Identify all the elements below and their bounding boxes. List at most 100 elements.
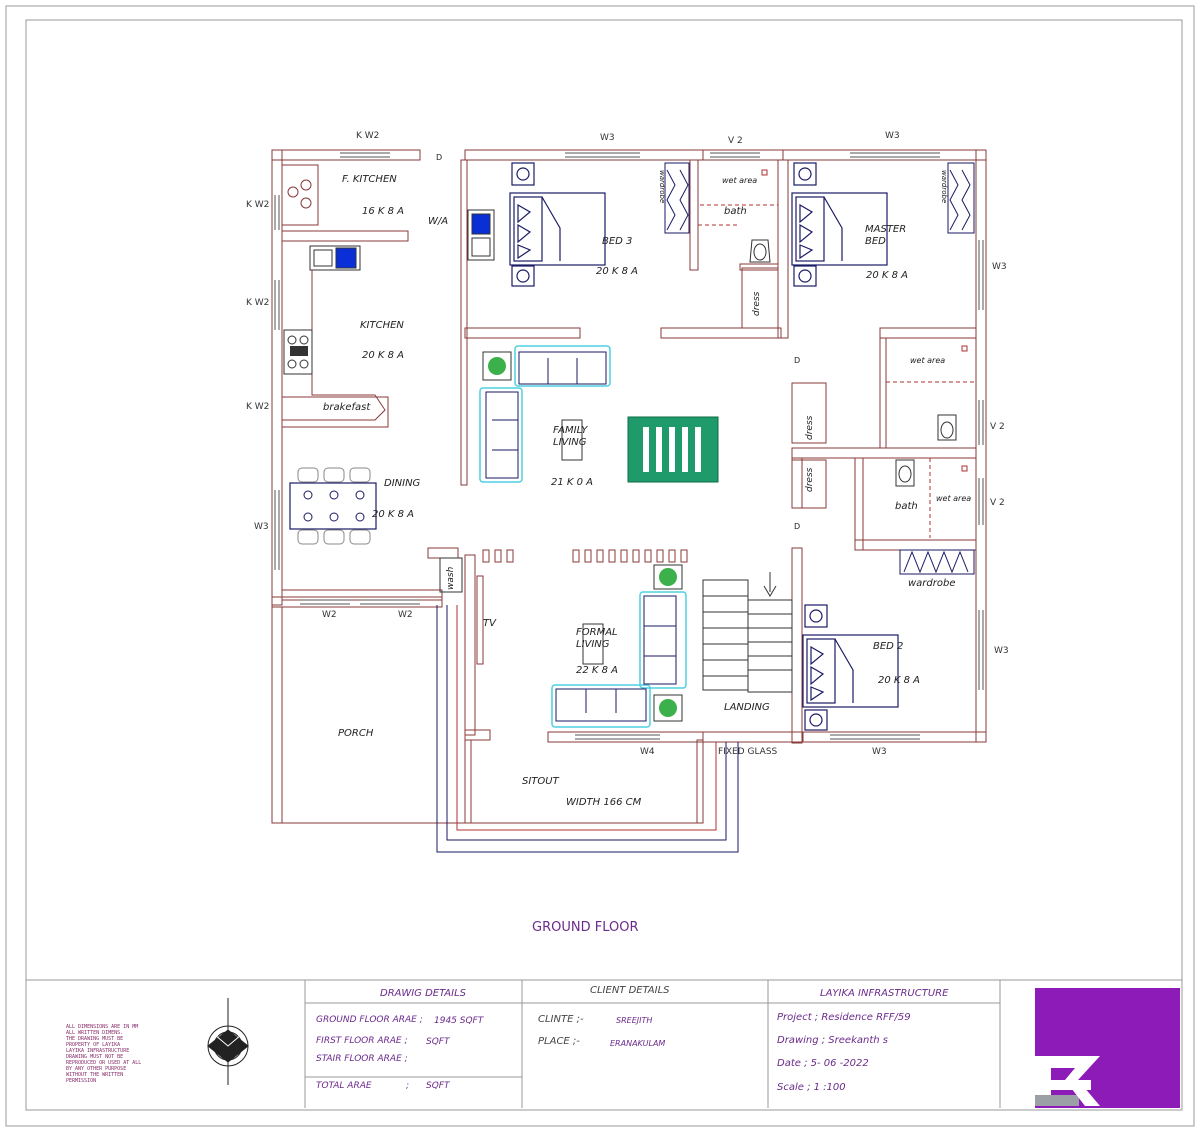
master-bed-furniture [791,162,888,287]
wash-label: wash [446,566,456,590]
ground-floor-area-label: GROUND FLOOR ARAE ; [316,1015,423,1025]
opening-w3-left: W3 [254,522,269,532]
place-label: PLACE ;- [538,1036,580,1047]
scale-text: Scale ; 1 :100 [777,1082,846,1093]
opening-w3-bottom: W3 [872,747,887,757]
bed-3-furniture [509,162,606,287]
room-size-kitchen: 20 K 8 A [362,350,405,361]
kitchen-fixtures [281,164,495,421]
title-block-lines [26,979,1182,1108]
room-size-formal-living: 22 K 8 A [576,665,619,676]
sitout-label: SITOUT [522,776,559,787]
room-name-f-kitchen: F. KITCHEN [342,174,397,185]
opening-v2-right-2: V 2 [990,498,1005,508]
room-size-dining: 20 K 8 A [372,509,415,520]
room-name-bed-2: BED 2 [873,641,904,652]
room-name-kitchen: KITCHEN [360,320,404,331]
master-wardrobe [947,162,975,234]
date-text: Date ; 5- 06 -2022 [777,1058,869,1069]
drawing-title: GROUND FLOOR [532,920,639,935]
width-label: WIDTH 166 CM [566,797,642,808]
bed-2-wardrobe [899,549,975,575]
opening-w3-right-1: W3 [992,262,1007,272]
opening-v2-right-1: V 2 [990,422,1005,432]
wa-label: W/A [428,216,449,227]
dining-table [289,467,377,545]
porch-pipes [436,605,739,853]
opening-kw2-left-3: K W2 [246,402,270,412]
formal-living-furniture [439,549,688,728]
wet-area-label: wet area [910,356,946,365]
brakefast-label: brakefast [323,402,371,413]
wardrobe-label: wardrobe [658,170,666,204]
walls [271,149,987,824]
wardrobe-label: wardrobe [908,578,956,589]
company-logo-icon [1035,988,1180,1108]
dress-label: dress [805,415,815,440]
company-heading: LAYIKA INFRASTRUCTURE [820,988,949,999]
sheet-inner-border [25,19,1183,1111]
bed-3-wardrobe [664,162,690,234]
opening-w3-right-2: W3 [994,646,1009,656]
door-mark: D [436,153,443,162]
place-value: ERANAKULAM [610,1039,666,1048]
opening-kw2-left-1: K W2 [246,200,270,210]
opening-w3-top: W3 [600,133,615,143]
door-mark: D [794,522,801,531]
family-living-furniture [479,345,719,483]
window-marks [274,152,984,740]
room-size-bed-3: 20 K 8 A [596,266,639,277]
room-name-bed-3: BED 3 [602,236,633,247]
opening-kw2-left-2: K W2 [246,298,270,308]
total-area-label: TOTAL ARAE [316,1081,372,1091]
ground-floor-area-value: 1945 SQFT [434,1016,484,1026]
drawing-details-heading: DRAWIG DETAILS [380,988,466,999]
first-floor-area-label: FIRST FLOOR ARAE ; [316,1036,408,1046]
opening-w4-bottom: W4 [640,747,655,757]
dress-label: dress [805,467,815,492]
total-area-value: SQFT [426,1081,450,1091]
bed-2-furniture [802,604,899,731]
opening-v2-top: V 2 [728,136,743,146]
room-size-f-kitchen: 16 K 8 A [362,206,405,217]
wardrobe-label: wardrobe [940,170,948,204]
room-name-dining: DINING [384,478,421,489]
room-name-family-living: FAMILY LIVING [553,425,588,448]
bath-top [698,169,779,271]
porch-label: PORCH [338,728,374,739]
room-name-formal-living: FORMAL LIVING [576,627,618,650]
project-text: Project ; Residence RFF/59 [777,1012,911,1023]
door-mark: D [794,356,801,365]
client-value: SREEJITH [616,1016,653,1025]
opening-w3-top-2: W3 [885,131,900,141]
room-size-master-bed: 20 K 8 A [866,270,909,281]
stair-floor-area-label: STAIR FLOOR ARAE ; [316,1054,408,1064]
fixed-glass-label: FIXED GLASS [718,747,778,757]
opening-w2-b: W2 [398,610,413,620]
first-floor-area-value: SQFT [426,1037,450,1047]
drawing-notes: ALL DIMENSIONS ARE IN MM ALL WRITTEN DIM… [66,1024,142,1084]
room-size-bed-2: 20 K 8 A [878,675,921,686]
drawing-by-text: Drawing ; Sreekanth s [777,1035,888,1046]
total-area-sep: ; [406,1081,410,1091]
sheet-outer-border [5,5,1195,1127]
dress-label: dress [752,291,762,316]
wet-area-label: wet area [722,176,758,185]
opening-w2-a: W2 [322,610,337,620]
opening-kw2-top: K W2 [356,131,380,141]
wet-area-label: wet area [936,494,972,503]
client-details-heading: CLIENT DETAILS [590,985,670,996]
stairs [702,572,793,693]
bath-label: bath [895,501,918,512]
room-name-master-bed: MASTER BED [865,224,907,247]
client-label: CLINTE ;- [538,1014,584,1025]
room-size-family-living: 21 K 0 A [551,477,594,488]
bed-2-bath [895,458,968,538]
landing-label: LANDING [724,702,770,713]
master-wet-area [886,345,974,441]
tv-label: TV [483,618,496,629]
bath-label: bath [724,206,747,217]
north-arrow-icon [207,998,249,1085]
